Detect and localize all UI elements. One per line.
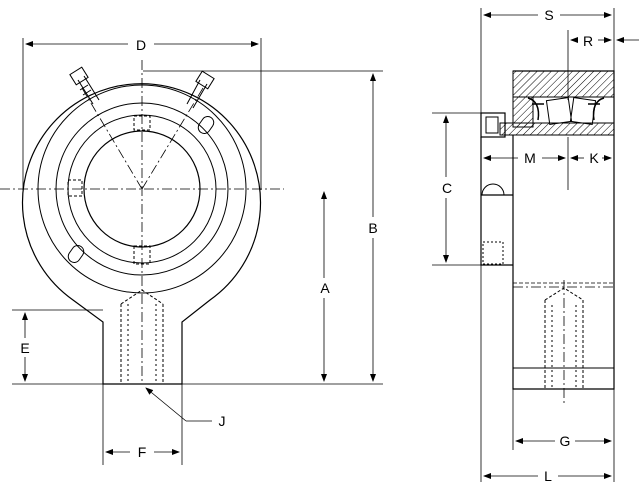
label-A: A [320, 280, 330, 296]
label-M: M [524, 150, 536, 166]
side-center-lines [513, 280, 614, 405]
grease-fitting-left [69, 66, 100, 105]
label-S: S [544, 7, 553, 23]
dimension-M: M [483, 137, 569, 190]
front-view: D B A E F [0, 37, 383, 465]
bearing-rollers [545, 97, 597, 125]
label-K: K [589, 150, 599, 166]
grease-fitting-right [186, 70, 215, 109]
dimension-R: R [567, 30, 639, 100]
label-F: F [138, 444, 147, 460]
label-L: L [544, 468, 552, 484]
dimension-D: D [22, 37, 262, 190]
label-R: R [583, 33, 593, 49]
collar-screw [485, 116, 499, 134]
dimension-C: C [432, 112, 481, 266]
dimension-E: E [12, 309, 103, 385]
label-D: D [136, 37, 146, 53]
ring-slot-left [67, 245, 85, 263]
ring-slot-right [197, 116, 215, 134]
dimension-A: A [320, 191, 330, 382]
shaft-threads [482, 241, 504, 265]
dimension-S: S [480, 7, 615, 113]
dimension-K: K [570, 137, 615, 190]
seal-right [588, 97, 605, 121]
leader-J: J [145, 387, 226, 429]
seal-left [527, 97, 544, 121]
dimension-L: L [480, 265, 615, 484]
label-C: C [442, 180, 452, 196]
front-center-lines [0, 60, 284, 384]
shaft-outline [480, 137, 513, 266]
shaft-hole [481, 183, 505, 196]
label-G: G [560, 433, 571, 449]
label-E: E [20, 340, 29, 356]
stem-tapped-hole [120, 289, 164, 384]
housing-section-hatch [512, 70, 615, 98]
side-view: S R C M K [432, 7, 639, 484]
dimension-B: B [143, 70, 383, 385]
label-J: J [219, 413, 226, 429]
collar-setscrew-left [67, 179, 83, 197]
housing-outline [21, 83, 262, 385]
locking-collar [480, 112, 506, 138]
dimension-F: F [102, 384, 183, 465]
label-B: B [368, 220, 377, 236]
dimension-G: G [512, 389, 615, 450]
bearing-inner-race [499, 122, 615, 136]
